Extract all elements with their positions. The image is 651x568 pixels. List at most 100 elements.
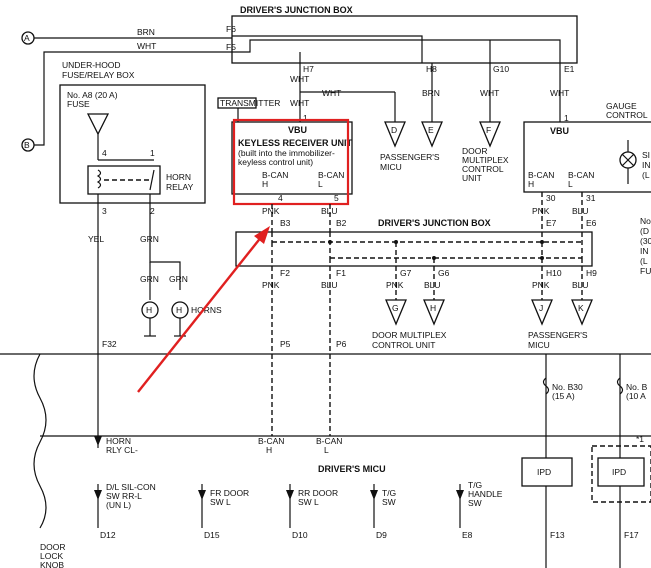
connector-g-label: G (392, 303, 399, 313)
wire-blu-g6: BLU (424, 280, 441, 290)
keyless-receiver-unit (231, 121, 353, 195)
keyless-bcan-h: B-CAN (262, 170, 288, 180)
pin-g6: G6 (438, 268, 450, 278)
fuse-right-2: (10 A (626, 391, 646, 401)
connector-e-label: E (428, 125, 434, 135)
wire-pnk-keyless: PNK (262, 206, 280, 216)
horn-relay-label-2: RELAY (166, 182, 194, 192)
gauge-vbu: VBU (550, 126, 569, 136)
dl-sil-1: D/L SIL-CON (106, 482, 156, 492)
gauge-l: (L (642, 170, 650, 180)
door-multiplex-top-4: UNIT (462, 173, 482, 183)
ipd-box-2 (597, 457, 645, 487)
passenger-micu-top-2: MICU (380, 162, 402, 172)
star-1-label: *1 (636, 434, 644, 444)
pin-h7: H7 (303, 64, 314, 74)
gauge-bcan-h: B-CAN (528, 170, 554, 180)
connector-j-label: J (539, 303, 543, 313)
horn-2-h: H (176, 305, 182, 315)
fr-door-2: SW L (210, 497, 231, 507)
wire-blu-keyless: BLU (321, 206, 338, 216)
pin-f17: F17 (624, 530, 639, 540)
tg-sw-2: SW (382, 497, 396, 507)
pin-p6: P6 (336, 339, 347, 349)
relay-pin-1: 1 (150, 148, 155, 158)
connector-k-label: K (578, 303, 584, 313)
connector-a: A (24, 33, 30, 43)
drivers-junction-box-top-label: DRIVER'S JUNCTION BOX (240, 5, 353, 15)
right-edge-5: (L (640, 256, 648, 266)
pin-p5: P5 (280, 339, 291, 349)
keyless-pin-4: 4 (278, 193, 283, 203)
passenger-micu-top-1: PASSENGER'S (380, 152, 440, 162)
red-arrow-head (254, 226, 270, 244)
horn-rly-1: HORN (106, 436, 131, 446)
door-multiplex-bottom-1: DOOR MULTIPLEX (372, 330, 447, 340)
right-edge-3: (30 (640, 236, 651, 246)
connector-b: B (24, 140, 30, 150)
pin-e7: E7 (546, 218, 557, 228)
dl-sil-3: (UN L) (106, 500, 131, 510)
fuse-b30-symbol (542, 377, 550, 395)
keyless-pin-5: 5 (334, 193, 339, 203)
wire-pnk-g7: PNK (386, 280, 404, 290)
gauge-in: IN (642, 160, 651, 170)
door-lock-3: KNOB (40, 560, 64, 568)
passenger-micu-bottom-1: PASSENGER'S (528, 330, 588, 340)
red-arrow-line (137, 235, 263, 393)
wire-wht-h7: WHT (290, 74, 309, 84)
transmitter-label: TRANSMITTER (220, 98, 280, 108)
fuse-a8-label-2: FUSE (67, 99, 90, 109)
pin-e6: E6 (586, 218, 597, 228)
wire-wht-keyless: WHT (290, 98, 309, 108)
right-edge-2: (D (640, 226, 649, 236)
tg-handle-3: SW (468, 498, 482, 508)
wire-yel: YEL (88, 234, 104, 244)
wire-grn-1: GRN (140, 234, 159, 244)
relay-pin-2: 2 (150, 206, 155, 216)
rr-door-1: RR DOOR (298, 488, 338, 498)
fuse-a8-symbol (86, 113, 110, 136)
keyless-label-2: (built into the immobilizer- (238, 148, 335, 158)
connector-d (384, 121, 406, 148)
right-edge-1: No (640, 216, 651, 226)
gauge-bcan-h2: H (528, 179, 534, 189)
horn-relay-label-1: HORN (166, 172, 191, 182)
pin-d10: D10 (292, 530, 308, 540)
gauge-control-1: GAUGE (606, 101, 637, 111)
door-multiplex-top-1: DOOR (462, 146, 488, 156)
pin-g7: G7 (400, 268, 412, 278)
fuse-b30-1: No. B30 (552, 382, 583, 392)
pin-f5: F5 (226, 42, 236, 52)
relay-coil (96, 169, 102, 189)
wire-pnk-h10: PNK (532, 280, 550, 290)
wire-wht-e1: WHT (550, 88, 569, 98)
connector-h (423, 299, 445, 326)
right-edge-6: FU (640, 266, 651, 276)
fuse-b30-2: (15 A) (552, 391, 575, 401)
relay-switch (149, 169, 155, 191)
pin-f2: F2 (280, 268, 290, 278)
bcan-l-bottom-1: B-CAN (316, 436, 342, 446)
gauge-si: SI (642, 150, 650, 160)
wire-brn-h8: BRN (422, 88, 440, 98)
ipd-dashed-box (591, 445, 651, 503)
dl-sil-2: SW RR-L (106, 491, 142, 501)
wire-brn-top: BRN (137, 27, 155, 37)
bcan-h-bottom-1: B-CAN (258, 436, 284, 446)
passenger-micu-bottom-2: MICU (528, 340, 550, 350)
keyless-label-1: KEYLESS RECEIVER UNIT (238, 138, 353, 148)
pin-1-vbu: 1 (303, 113, 308, 123)
drivers-junction-box-mid (235, 231, 593, 267)
door-lock-2: LOCK (40, 551, 63, 561)
under-hood-label-1: UNDER-HOOD (62, 60, 121, 70)
keyless-highlight-box (232, 118, 350, 206)
fuse-a8-label-1: No. A8 (20 A) (67, 90, 118, 100)
wire-wht-micu: WHT (322, 88, 341, 98)
horn-1-h: H (146, 305, 152, 315)
connector-e (421, 121, 443, 148)
keyless-vbu: VBU (288, 125, 307, 135)
pin-d15: D15 (204, 530, 220, 540)
